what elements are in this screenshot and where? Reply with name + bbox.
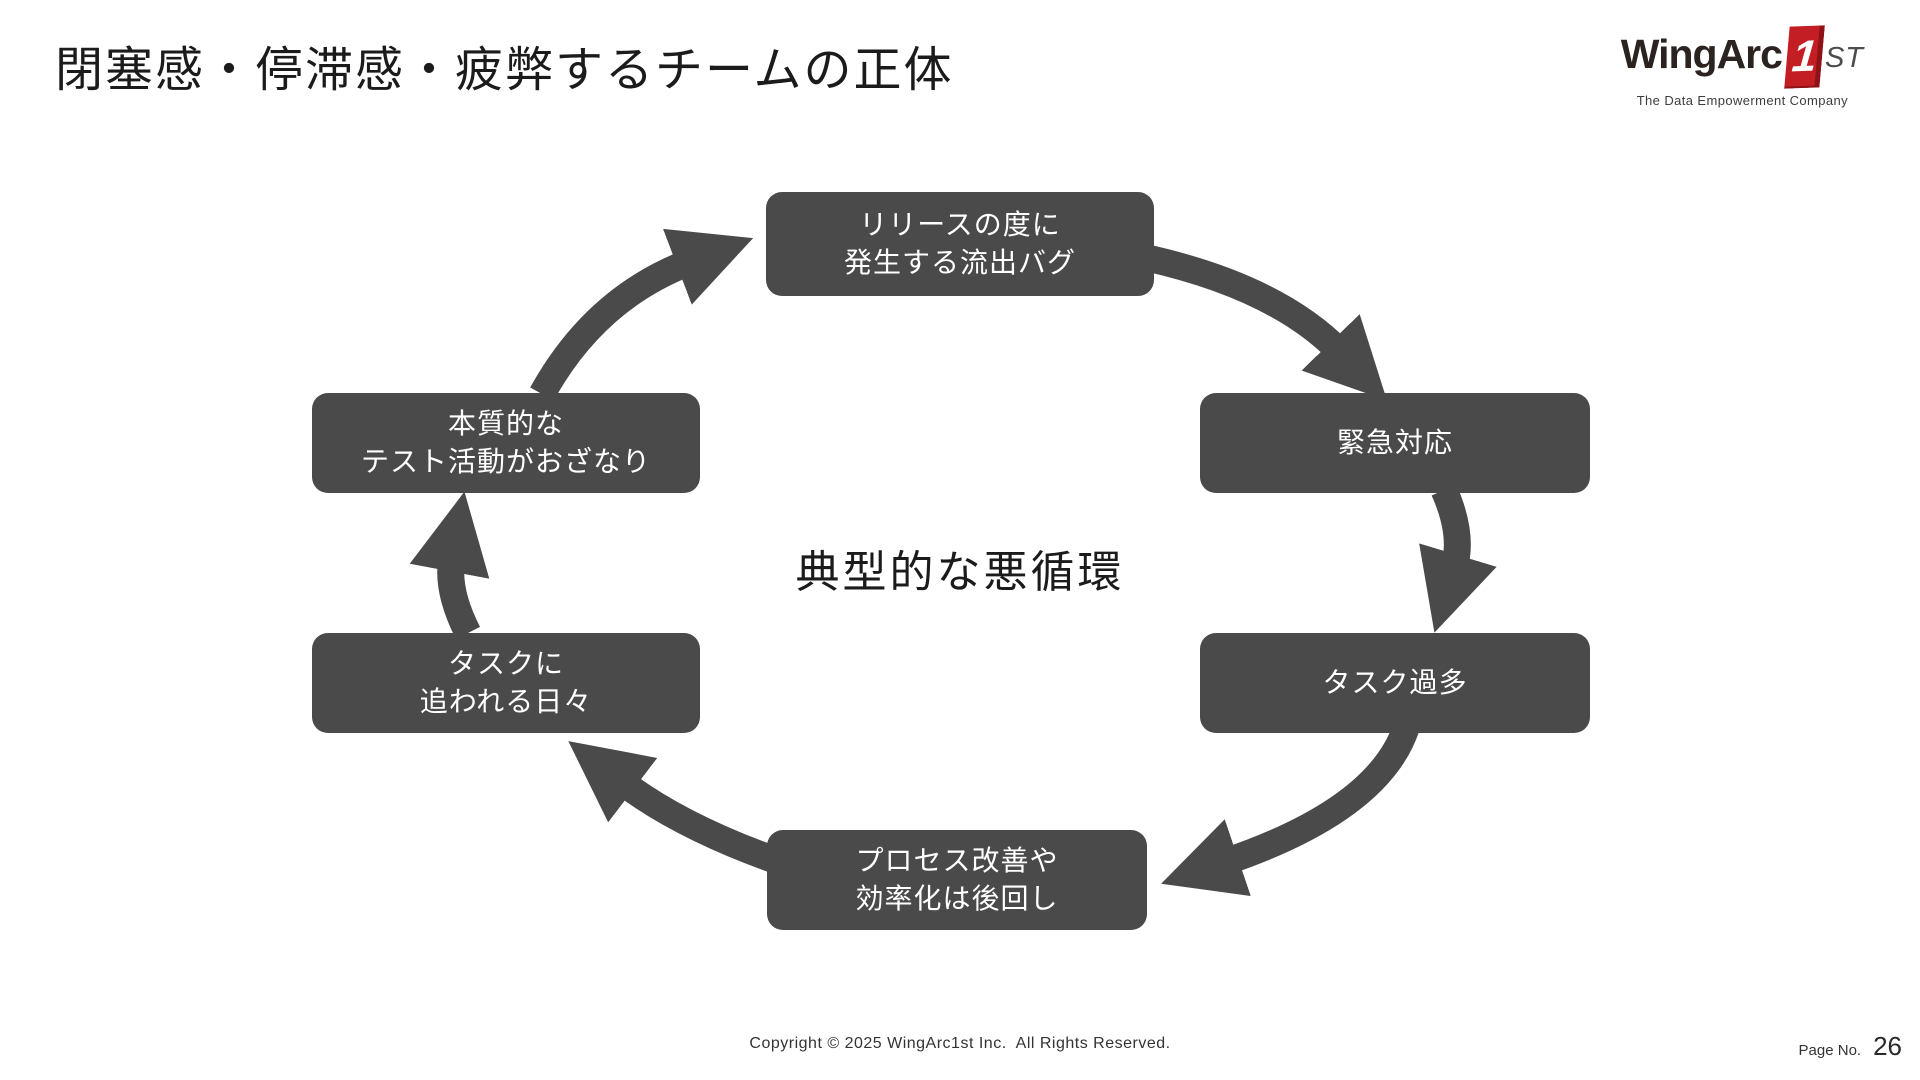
- footer-copyright: Copyright © 2025 WingArc1st Inc. All Rig…: [749, 1035, 1171, 1052]
- wingarc1st-logo: WingArc 1 ST The Data Empowerment Compan…: [1620, 25, 1864, 108]
- node-line: タスクに: [447, 648, 564, 680]
- node-line: テスト活動がおざなり: [360, 446, 651, 477]
- slide-title: 閉塞感・停滞感・疲弊するチームの正体: [55, 44, 954, 97]
- cycle-node-chased-by-tasks: タスクに 追われる日々: [312, 633, 700, 733]
- logo-brand-text: WingArc: [1620, 31, 1783, 77]
- cycle-node-task-overload: タスク過多: [1200, 633, 1590, 733]
- cycle-center-label: 典型的な悪循環: [795, 548, 1125, 597]
- page-no-label: Page No.: [1798, 1042, 1862, 1059]
- logo-wordmark: WingArc 1 ST: [1620, 25, 1864, 89]
- node-line: 効率化は後回し: [855, 883, 1059, 914]
- logo-st-text: ST: [1824, 42, 1864, 74]
- cycle-node-improvement-postponed: プロセス改善や 効率化は後回し: [767, 830, 1147, 930]
- cycle-node-release-bugs: リリースの度に 発生する流出バグ: [766, 192, 1154, 296]
- arrow-top-to-righttop: [1135, 242, 1388, 401]
- arrow-leftbottom-to-lefttop: [409, 491, 490, 640]
- cycle-node-emergency-response: 緊急対応: [1200, 393, 1590, 493]
- node-line: プロセス改善や: [855, 845, 1059, 877]
- node-line: 緊急対応: [1336, 427, 1453, 459]
- cycle-node-testing-neglected: 本質的な テスト活動がおざなり: [312, 393, 700, 493]
- arrow-lefttop-to-top: [530, 228, 754, 401]
- node-line: 追われる日々: [419, 686, 593, 717]
- node-line: 本質的な: [447, 408, 564, 440]
- node-line: タスク過多: [1322, 667, 1468, 699]
- page-no-value: 26: [1873, 1031, 1902, 1061]
- node-line: リリースの度に: [859, 209, 1061, 241]
- arrow-rightbottom-to-bottom: [1161, 723, 1419, 896]
- footer-page-number: Page No. 26: [1799, 1031, 1902, 1062]
- logo-tagline: The Data Empowerment Company: [1636, 93, 1849, 108]
- arrow-righttop-to-rightbottom: [1419, 484, 1497, 633]
- node-line: 発生する流出バグ: [843, 247, 1076, 278]
